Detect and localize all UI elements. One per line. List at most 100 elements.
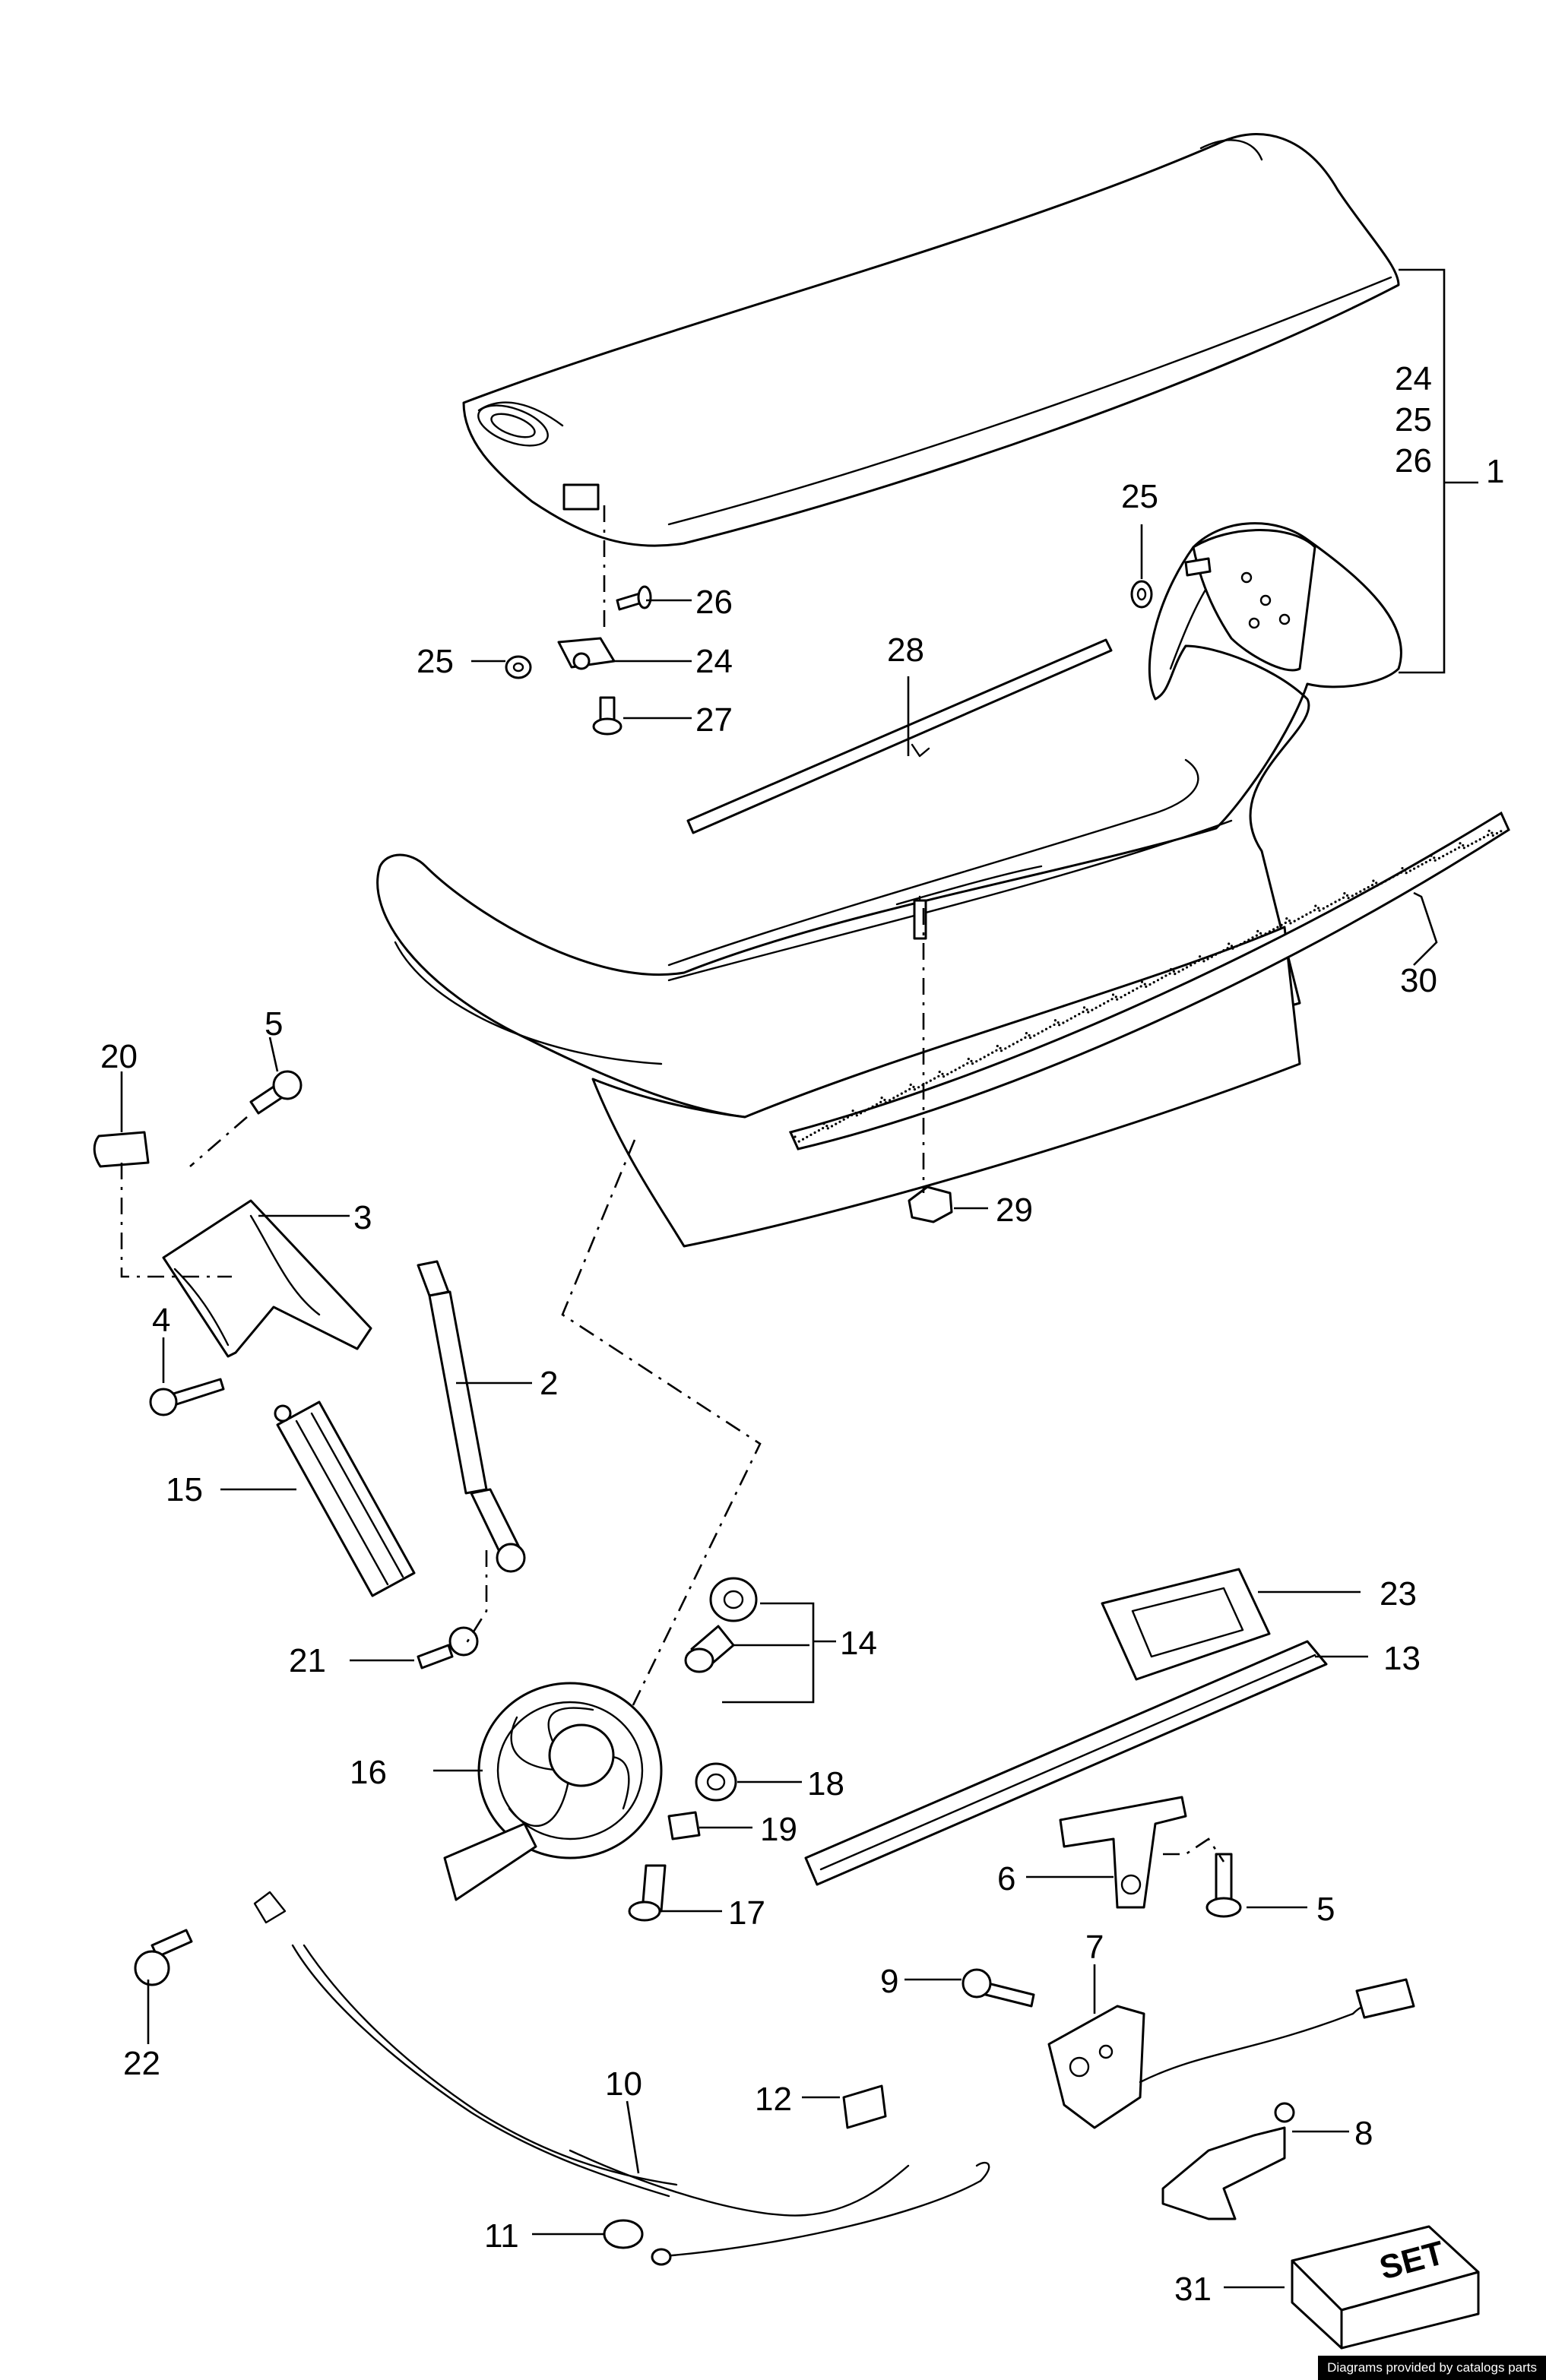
speckle-dot <box>933 1077 936 1080</box>
callout-5-top: 5 <box>265 1005 283 1043</box>
bushing-19 <box>667 1811 701 1840</box>
speckle-dot <box>1218 951 1221 954</box>
speckle-dot <box>1170 967 1173 971</box>
speckle-dot <box>1259 932 1262 935</box>
callout-29: 29 <box>996 1192 1033 1229</box>
speckle-dot <box>838 1120 841 1123</box>
speckle-dot <box>1417 865 1420 868</box>
speckle-dot <box>1491 834 1494 837</box>
ball-stud-21 <box>417 1626 479 1669</box>
speckle-dot <box>1317 907 1320 910</box>
spoiler-wing <box>462 133 1400 547</box>
speckle-dot <box>1087 1011 1090 1014</box>
speckle-dot <box>1459 842 1462 845</box>
speckle-dot <box>1015 1040 1019 1043</box>
speckle-dot <box>1376 884 1379 887</box>
callouts: 1 24 25 26 25 26 25 24 27 28 30 29 5 20 … <box>100 360 1504 2308</box>
speckle-dot <box>830 1125 834 1128</box>
speckle-dot <box>809 1133 813 1136</box>
speckle-dot <box>1190 964 1193 967</box>
speckle-dot <box>826 1127 829 1130</box>
speckle-dot <box>1201 957 1204 961</box>
speckle-dot <box>875 1103 879 1106</box>
speckle-dot <box>817 1129 820 1132</box>
speckle-dot <box>1482 836 1485 839</box>
speckle-dot <box>900 1092 903 1095</box>
speckle-dot <box>1024 1036 1027 1039</box>
speckle-dot <box>1500 830 1503 833</box>
speckle-dot <box>1020 1038 1023 1041</box>
speckle-dot <box>1442 855 1445 858</box>
speckle-dot <box>942 1075 946 1078</box>
insert-23 <box>1101 1568 1271 1681</box>
speckle-dot <box>871 1105 874 1108</box>
callout-24: 24 <box>695 643 733 680</box>
speckle-dot <box>1347 897 1350 900</box>
lock-unit-15 <box>274 1400 416 1597</box>
speckle-dot <box>1453 848 1456 851</box>
speckle-dot <box>1110 998 1114 1001</box>
speckle-dot <box>1127 992 1130 995</box>
nut-25-left <box>505 655 532 679</box>
speckle-dot <box>1428 859 1432 862</box>
speckle-dot <box>1164 974 1167 977</box>
speckle-dot <box>1370 884 1374 887</box>
bolt-9 <box>961 1968 1035 2008</box>
callout-19: 19 <box>760 1811 797 1848</box>
callout-20: 20 <box>100 1038 138 1075</box>
speckle-dot <box>958 1066 961 1069</box>
speckle-dot <box>1085 1008 1088 1011</box>
speckle-dot <box>863 1109 866 1112</box>
speckle-dot <box>1197 959 1200 962</box>
clip-12 <box>842 2084 887 2129</box>
speckle-dot <box>1487 829 1491 832</box>
callout-1: 1 <box>1486 453 1504 490</box>
speckle-dot <box>1148 983 1152 986</box>
speckle-dot <box>941 1072 944 1075</box>
callout-22: 22 <box>123 2045 160 2082</box>
speckle-dot <box>1338 898 1341 901</box>
speckle-dot <box>1396 873 1399 876</box>
speckle-dot <box>1424 861 1427 864</box>
speckle-dot <box>967 1057 970 1061</box>
bracket-24 <box>557 637 616 670</box>
speckle-dot <box>1392 875 1395 878</box>
callout-2: 2 <box>540 1365 558 1402</box>
callout-7: 7 <box>1085 1929 1104 1966</box>
speckle-dot <box>1103 1002 1106 1005</box>
screw-26 <box>616 585 652 611</box>
speckle-dot <box>1156 979 1160 982</box>
assembly-bracket-1 <box>1399 268 1478 674</box>
callout-3: 3 <box>353 1199 372 1236</box>
cable-11 <box>603 2161 990 2266</box>
speckle-dot <box>1185 966 1189 969</box>
speckle-dot <box>1405 872 1408 875</box>
speckle-dot <box>912 1085 915 1088</box>
speckle-dot <box>806 1135 809 1138</box>
speckle-dot <box>1256 929 1259 932</box>
assembly-lines <box>120 505 1225 1863</box>
speckle-dot <box>1239 942 1242 946</box>
speckle-dot <box>842 1118 845 1121</box>
speckle-dot <box>1342 896 1345 899</box>
speckle-dot <box>884 1101 887 1104</box>
speckle-dot <box>1228 942 1231 945</box>
bolt-5-bottom <box>1205 1853 1242 1918</box>
callout-18: 18 <box>807 1765 844 1802</box>
speckle-dot <box>1078 1012 1081 1016</box>
speckle-dot <box>794 1135 797 1138</box>
speckle-dot <box>1372 879 1375 882</box>
speckle-dot <box>1359 890 1362 893</box>
speckle-dot <box>1491 831 1494 834</box>
nut-25-right <box>1130 580 1153 609</box>
speckle-dot <box>1004 1047 1007 1050</box>
bolt-27 <box>592 696 623 736</box>
speckle-dot <box>921 1084 924 1087</box>
speckle-dot <box>1091 1008 1094 1011</box>
speckle-dot <box>889 1099 892 1102</box>
speckle-dot <box>946 1073 949 1076</box>
speckle-dot <box>1401 867 1404 870</box>
rail-13 <box>804 1640 1328 1886</box>
speckle-dot <box>797 1140 800 1143</box>
speckle-dot <box>892 1097 895 1100</box>
